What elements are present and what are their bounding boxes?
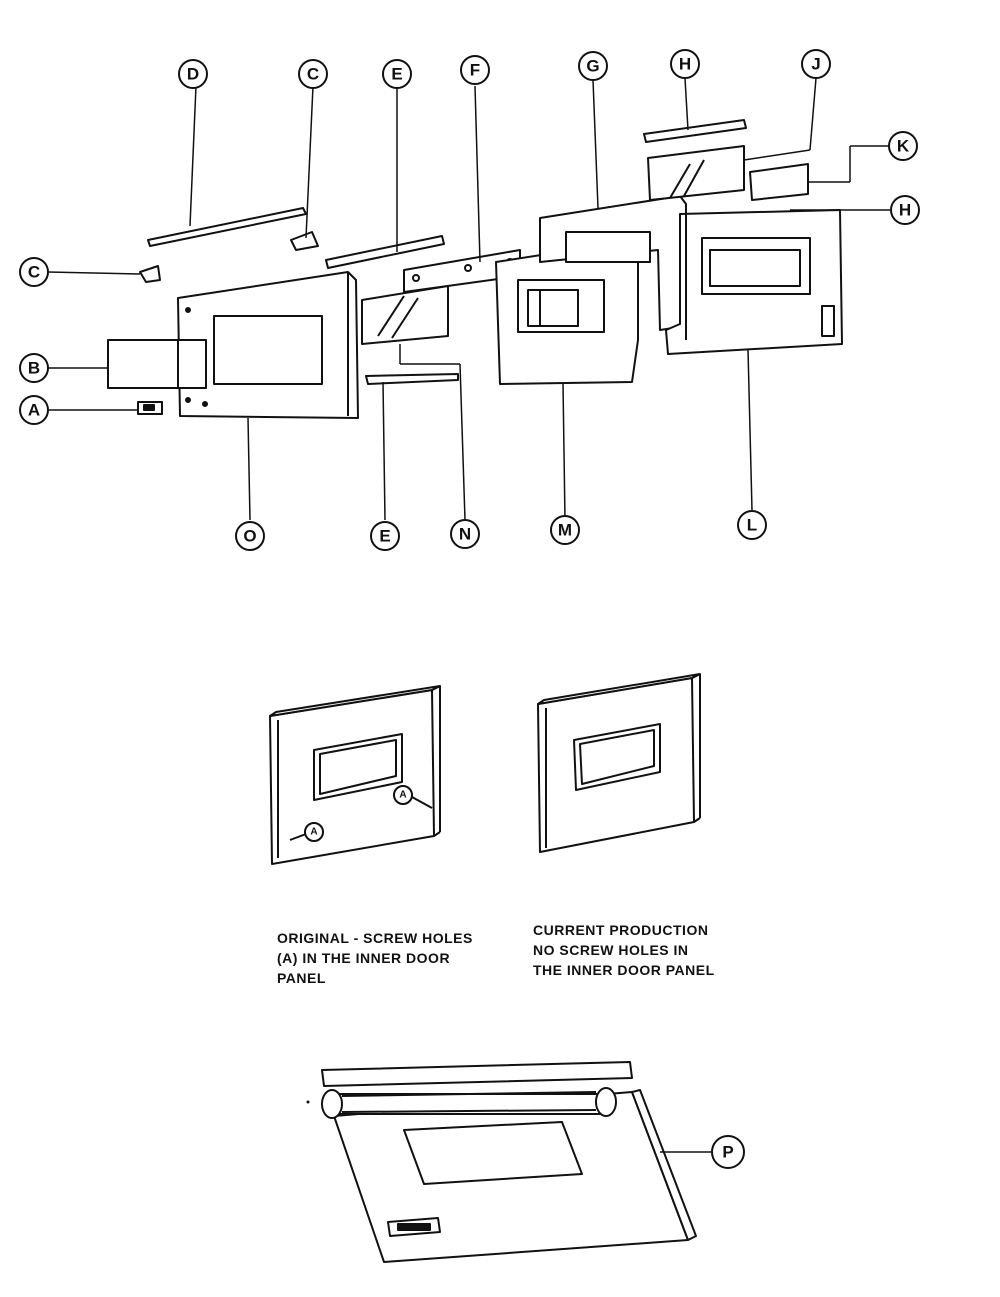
callout-a: A (28, 401, 40, 420)
callout-c-upper: C (307, 65, 319, 84)
caption-original: ORIGINAL - SCREW HOLES (A) IN THE INNER … (277, 930, 473, 986)
part-j-glass (647, 145, 745, 201)
callout-o: O (243, 527, 256, 546)
callout-e-lower: E (379, 527, 390, 546)
part-n-glass (361, 285, 449, 345)
part-d-rod (147, 207, 307, 247)
part-b-window-frame (107, 339, 207, 389)
callout-b: B (28, 359, 40, 378)
part-e-strip-lower (365, 373, 459, 385)
callout-circle-p (711, 1135, 745, 1169)
callout-f: F (470, 61, 480, 80)
part-l-inner-door-panel (665, 209, 843, 355)
part-m-inner-panel (495, 239, 639, 385)
callout-a-hole-left: A (310, 827, 317, 838)
callout-k: K (897, 137, 910, 156)
callout-circles (19, 49, 920, 551)
part-k-bracket (749, 163, 809, 201)
callout-j: J (811, 55, 820, 74)
callout-m: M (558, 521, 572, 540)
callout-a-hole-right: A (399, 790, 406, 801)
callout-d: D (187, 65, 199, 84)
callout-e-upper: E (391, 65, 402, 84)
part-c-clip-left (139, 265, 161, 283)
part-g-door-liner (539, 195, 687, 331)
callout-g: G (586, 57, 599, 76)
inner-panel-original (269, 685, 441, 865)
callout-h-right: H (899, 201, 911, 220)
part-e-strip-upper (325, 235, 445, 269)
callout-c-left: C (28, 263, 40, 282)
caption-current: CURRENT PRODUCTION NO SCREW HOLES IN THE… (533, 922, 715, 978)
inner-panel-current (537, 673, 701, 853)
leader-lines (47, 77, 890, 521)
assembled-door-p (321, 1061, 697, 1263)
part-o-outer-panel (177, 271, 359, 419)
part-h-rod-upper (643, 119, 747, 143)
callout-l: L (747, 516, 757, 535)
callout-n: N (459, 525, 471, 544)
callout-p: P (722, 1143, 733, 1162)
callout-h-upper: H (679, 55, 691, 74)
callout-circles-middle (304, 785, 413, 842)
part-c-clip-upper (290, 231, 319, 251)
part-a-screw (137, 401, 163, 415)
